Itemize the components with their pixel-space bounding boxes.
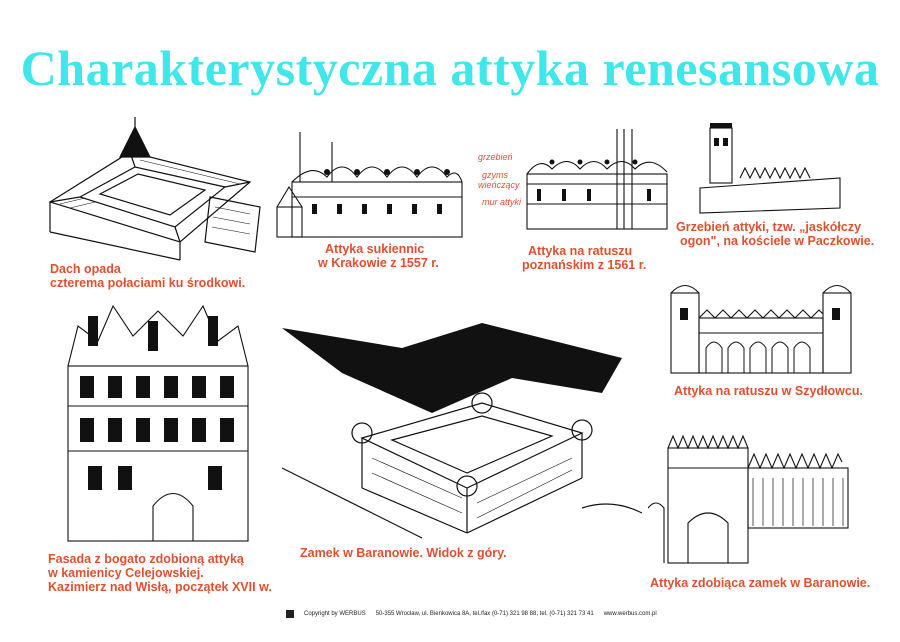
caption-roof-2: czterema połaciami ku środkowi. [50,276,246,290]
publisher-logo-icon [286,610,294,618]
label-gzyms: gzyms [482,170,509,180]
caption-sukiennice-1: Attyka sukiennic [325,242,425,256]
fasada-drawing [58,296,258,546]
caption-fasada-2: w kamienicy Celejowskiej. [48,566,204,580]
ratusz-poznan-drawing [522,124,672,234]
label-wienczacy: wieńczący [478,180,520,190]
caption-roof-1: Dach opada [50,262,121,276]
caption-sukiennice-2: w Krakowie z 1557 r. [318,256,439,270]
footer-web: www.werbus.com.pl [603,611,657,617]
zamek-attyka-drawing [648,418,854,568]
footer: Copyright by WERBUS 50-355 Wrocław, ul. … [286,610,657,618]
caption-zamek: Zamek w Baranowie. Widok z góry. [300,546,507,560]
caption-paczkow-1: Grzebień attyki, tzw. „jaskółczy [676,220,862,234]
footer-copyright: Copyright by WERBUS [304,611,366,617]
zamek-aerial-drawing [282,318,642,543]
caption-szydlowiec: Attyka na ratuszu w Szydłowcu. [674,384,863,398]
label-grzebien: grzebień [478,152,513,162]
roof-drawing [40,112,270,262]
paczkow-drawing [690,118,850,218]
caption-fasada-3: Kazimierz nad Wisłą, początek XVII w. [48,580,272,594]
caption-zamek-attyka: Attyka zdobiąca zamek w Baranowie. [650,576,871,590]
label-mur-attyki: mur attyki [482,197,522,207]
footer-address: 50-355 Wrocław, ul. Bienkowica 8A, tel./… [375,611,594,617]
caption-ratusz-poznan-2: poznańskim z 1561 r. [522,258,647,272]
caption-ratusz-poznan-1: Attyka na ratuszu [528,244,633,258]
caption-paczkow-2: ogon", na kościele w Paczkowie. [680,234,875,248]
sukiennice-drawing [272,122,472,242]
poster-title: Charakterystyczna attyka renesansowa [20,40,880,96]
szydlowiec-drawing [666,278,856,378]
caption-fasada-1: Fasada z bogato zdobioną attyką [48,552,244,566]
